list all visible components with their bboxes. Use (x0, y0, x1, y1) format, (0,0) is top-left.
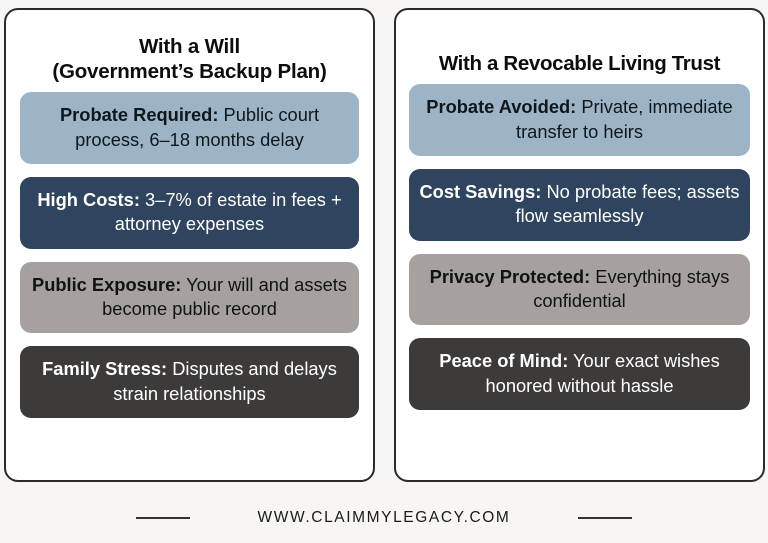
row-text: Disputes and delays strain relationships (113, 358, 337, 404)
row-lead: High Costs: (37, 189, 140, 211)
footer-website: WWW.CLAIMMYLEGACY.COM (257, 508, 511, 526)
row-lead: Privacy Protected: (429, 265, 591, 287)
row-text: Your will and assets become public recor… (102, 273, 347, 320)
row-high-costs: High Costs: 3–7% of estate in fees + att… (20, 177, 359, 249)
panel-title-with-a-revocable-living-trust: With a Revocable Living Trust (438, 52, 721, 75)
panel-with-a-will: With a Will (Government’s Backup Plan) P… (4, 8, 375, 482)
panel-title-with-a-will: With a Will (Government’s Backup Plan) (52, 35, 327, 84)
row-public-exposure: Public Exposure: Your will and assets be… (20, 261, 359, 334)
row-text: No probate fees; assets flow seamlessly (515, 180, 740, 227)
row-cost-savings: Cost Savings: No probate fees; assets fl… (409, 168, 750, 241)
footer-rule-right (578, 516, 633, 519)
row-peace-of-mind: Peace of Mind: Your exact wishes honored… (409, 338, 750, 410)
comparison-columns: With a Will (Government’s Backup Plan) P… (4, 8, 765, 482)
row-lead: Peace of Mind: (439, 350, 569, 372)
row-text: Public court process, 6–18 months delay (75, 104, 320, 150)
row-text: Private, immediate transfer to heirs (515, 96, 733, 142)
row-lead: Probate Avoided: (426, 96, 577, 118)
row-privacy-protected: Privacy Protected: Everything stays conf… (409, 253, 750, 326)
row-family-stress: Family Stress: Disputes and delays strai… (20, 346, 359, 419)
row-probate-required: Probate Required: Public court process, … (20, 92, 359, 165)
row-text: Everything stays confidential (533, 265, 730, 311)
row-lead: Family Stress: (42, 358, 168, 380)
rows-with-a-revocable-living-trust: Probate Avoided: Private, immediate tran… (404, 84, 755, 410)
row-lead: Public Exposure: (32, 273, 182, 295)
footer-rule-left (135, 516, 190, 519)
rows-with-a-will: Probate Required: Public court process, … (14, 92, 365, 419)
row-text: 3–7% of estate in fees + attorney expens… (114, 189, 342, 235)
panel-with-a-revocable-living-trust: With a Revocable Living Trust Probate Av… (394, 8, 765, 482)
row-lead: Probate Required: (59, 104, 219, 126)
row-lead: Cost Savings: (419, 180, 542, 202)
row-text: Your exact wishes honored without hassle (485, 350, 720, 396)
footer: WWW.CLAIMMYLEGACY.COM (0, 492, 768, 543)
row-probate-avoided: Probate Avoided: Private, immediate tran… (409, 84, 750, 156)
